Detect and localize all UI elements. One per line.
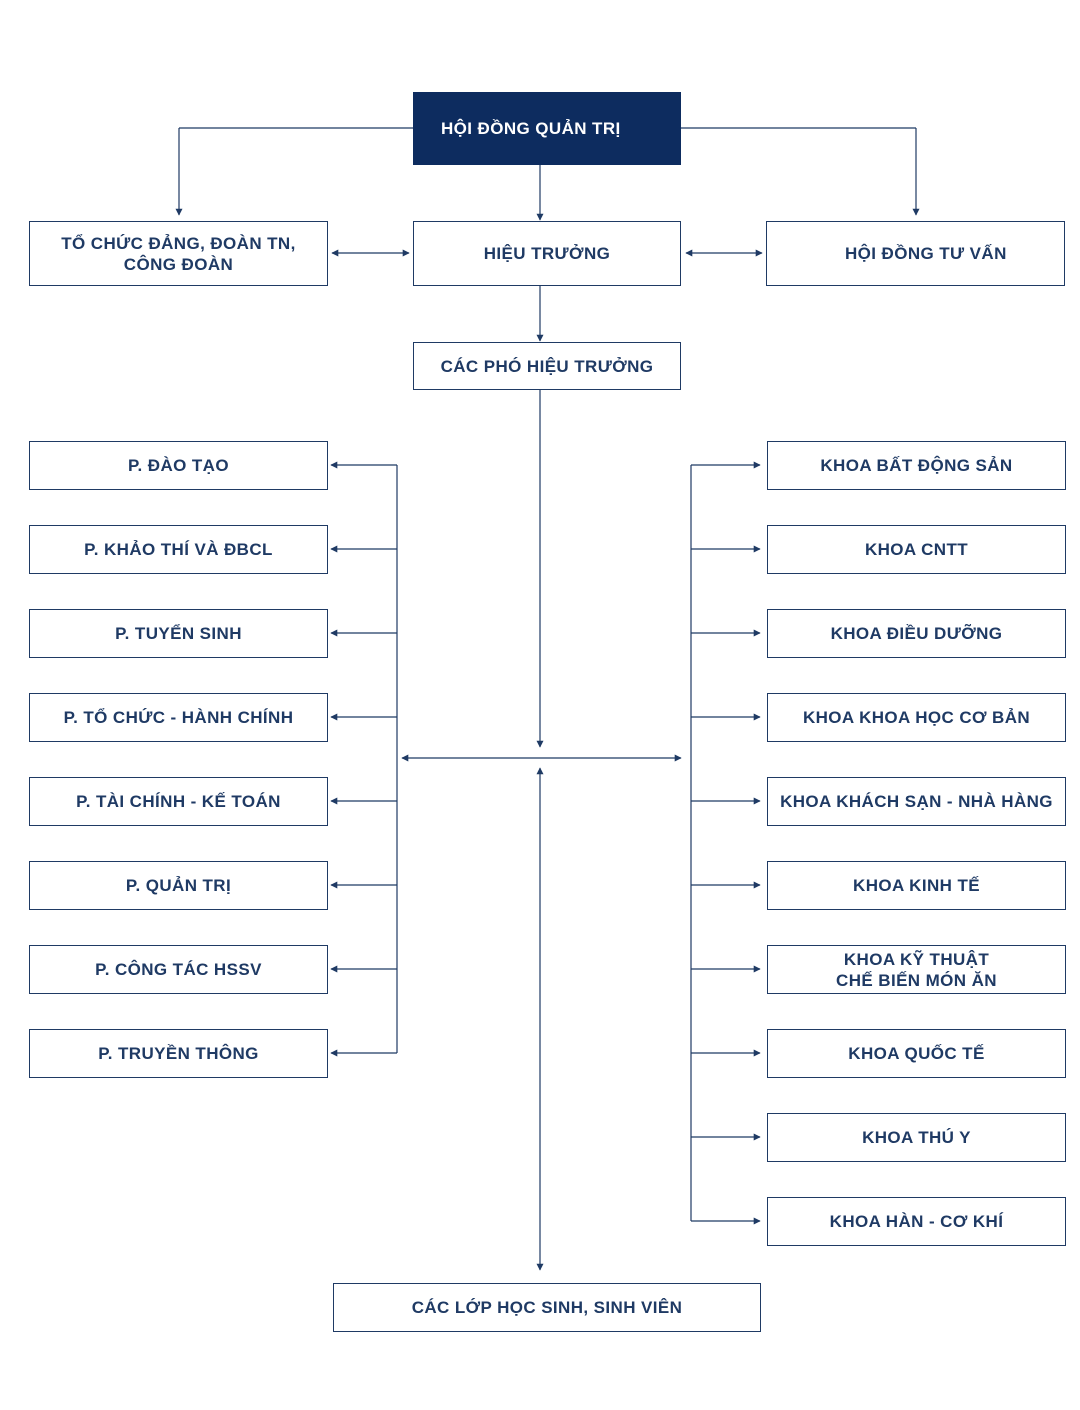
department-node-7: P. CÔNG TÁC HSSV (29, 945, 328, 994)
department-node-4: P. TỔ CHỨC - HÀNH CHÍNH (29, 693, 328, 742)
department-node-2: P. KHẢO THÍ VÀ ĐBCL (29, 525, 328, 574)
faculty-node-7: KHOA KỸ THUẬT CHẾ BIẾN MÓN ĂN (767, 945, 1066, 994)
department-node-8: P. TRUYỀN THÔNG (29, 1029, 328, 1078)
faculty-node-2: KHOA CNTT (767, 525, 1066, 574)
faculty-node-1: KHOA BẤT ĐỘNG SẢN (767, 441, 1066, 490)
department-node-1: P. ĐÀO TẠO (29, 441, 328, 490)
vice-principals-node: CÁC PHÓ HIỆU TRƯỞNG (413, 342, 681, 390)
principal-node: HIỆU TRƯỞNG (413, 221, 681, 286)
faculty-node-5: KHOA KHÁCH SẠN - NHÀ HÀNG (767, 777, 1066, 826)
student-classes-node: CÁC LỚP HỌC SINH, SINH VIÊN (333, 1283, 761, 1332)
board-of-directors-node: HỘI ĐỒNG QUẢN TRỊ (413, 92, 681, 165)
department-node-5: P. TÀI CHÍNH - KẾ TOÁN (29, 777, 328, 826)
department-node-3: P. TUYỂN SINH (29, 609, 328, 658)
faculty-node-3: KHOA ĐIỀU DƯỠNG (767, 609, 1066, 658)
department-node-6: P. QUẢN TRỊ (29, 861, 328, 910)
faculty-node-10: KHOA HÀN - CƠ KHÍ (767, 1197, 1066, 1246)
faculty-node-4: KHOA KHOA HỌC CƠ BẢN (767, 693, 1066, 742)
faculty-node-9: KHOA THÚ Y (767, 1113, 1066, 1162)
party-union-node: TỔ CHỨC ĐẢNG, ĐOÀN TN, CÔNG ĐOÀN (29, 221, 328, 286)
advisory-council-node: HỘI ĐỒNG TƯ VẤN (766, 221, 1065, 286)
faculty-node-6: KHOA KINH TẾ (767, 861, 1066, 910)
faculty-node-8: KHOA QUỐC TẾ (767, 1029, 1066, 1078)
